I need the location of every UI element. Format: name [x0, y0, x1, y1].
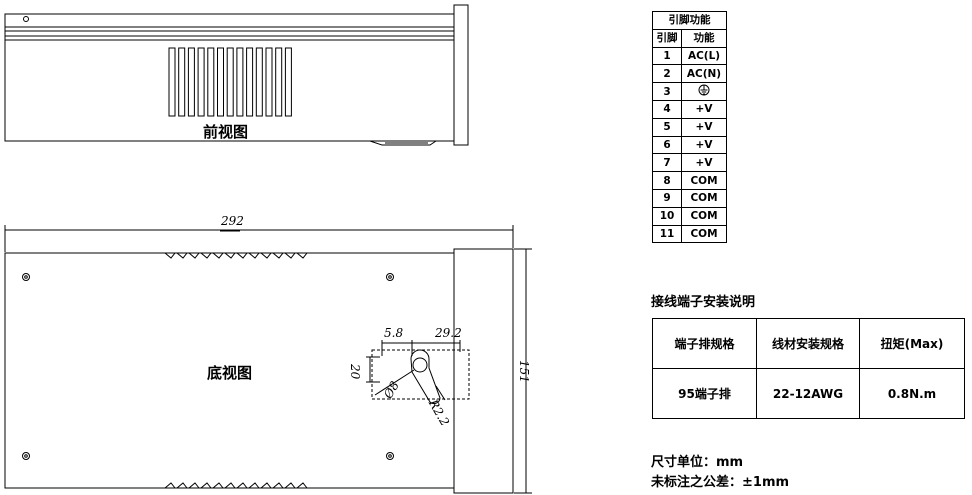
pin-number: 1 [652, 46, 682, 66]
wire-header: 线材安装规格 [756, 318, 860, 369]
vent-slot [284, 47, 292, 117]
torque-value: 0.8N.m [859, 368, 965, 419]
pin-number: 4 [652, 99, 682, 119]
terminal-header: 端子排规格 [652, 318, 757, 369]
unit-note: 尺寸单位：mm [651, 455, 744, 470]
screw-icon [386, 273, 394, 281]
pin-function: AC(L) [681, 46, 727, 66]
vent-slot [275, 47, 283, 117]
function-header: 功能 [681, 28, 727, 48]
pin-function: COM [681, 206, 727, 226]
dim-d1-label: 5.8 [384, 326, 404, 340]
pin-function: +V [681, 99, 727, 119]
ground-icon [681, 82, 727, 101]
bottom-view-label: 底视图 [207, 364, 253, 382]
pin-number: 6 [652, 135, 682, 155]
pin-number: 10 [652, 206, 682, 226]
pin-row: 7+V [652, 153, 727, 173]
terminal-title: 接线端子安装说明 [651, 295, 756, 310]
vent-slot [197, 47, 205, 117]
pin-number: 8 [652, 171, 682, 190]
vent-slot [178, 47, 186, 117]
dim-length-label: 292 [221, 214, 244, 228]
bottom-view [4, 248, 514, 494]
vent-slot [217, 47, 224, 117]
technical-drawing [4, 4, 532, 494]
serration [164, 252, 308, 259]
vent-slot [207, 47, 215, 117]
vent-slot [265, 47, 273, 117]
vent-slot [246, 47, 254, 117]
tolerance-note: 未标注之公差：±1mm [651, 475, 790, 490]
vent-slot [226, 47, 234, 117]
pin-row: 5+V [652, 117, 727, 137]
vent-slot [255, 47, 263, 117]
terminal-value: 95端子排 [652, 368, 757, 419]
pin-function: COM [681, 188, 727, 208]
pin-function: COM [681, 171, 727, 190]
torque-header: 扭矩(Max) [859, 318, 965, 369]
pin-number: 11 [652, 224, 682, 244]
dim-length [4, 225, 514, 252]
dim-height [514, 248, 532, 494]
pin-number: 2 [652, 64, 682, 84]
front-view [4, 4, 469, 146]
pin-header: 引脚 [652, 28, 682, 48]
dim-height-label: 151 [517, 360, 531, 383]
pin-row: 4+V [652, 99, 727, 119]
pin-function: +V [681, 135, 727, 155]
pin-number: 3 [652, 82, 682, 101]
pin-function: COM [681, 224, 727, 244]
vent-slot [168, 47, 176, 117]
pin-function: AC(N) [681, 64, 727, 84]
pin-row: 3 [652, 82, 727, 101]
wire-value: 22-12AWG [756, 368, 860, 419]
pin-table-caption: 引脚功能 [652, 11, 727, 30]
screw-icon [22, 273, 30, 281]
front-view-label: 前视图 [203, 123, 249, 141]
pin-number: 7 [652, 153, 682, 173]
serration [164, 482, 308, 489]
pin-number: 9 [652, 188, 682, 208]
pin-function: +V [681, 153, 727, 173]
vent-slot [187, 47, 195, 117]
dim-d2-label: 29.2 [435, 326, 462, 340]
dim-d3-label: 20 [348, 364, 362, 380]
screw-icon [22, 452, 30, 460]
vent-slot [236, 47, 244, 117]
pin-row: 6+V [652, 135, 727, 155]
screw-icon [386, 452, 394, 460]
pin-function: +V [681, 117, 727, 137]
terminal-spec-table: 端子排规格 线材安装规格 扭矩(Max) 95端子排 22-12AWG 0.8N… [652, 318, 965, 419]
pin-number: 5 [652, 117, 682, 137]
